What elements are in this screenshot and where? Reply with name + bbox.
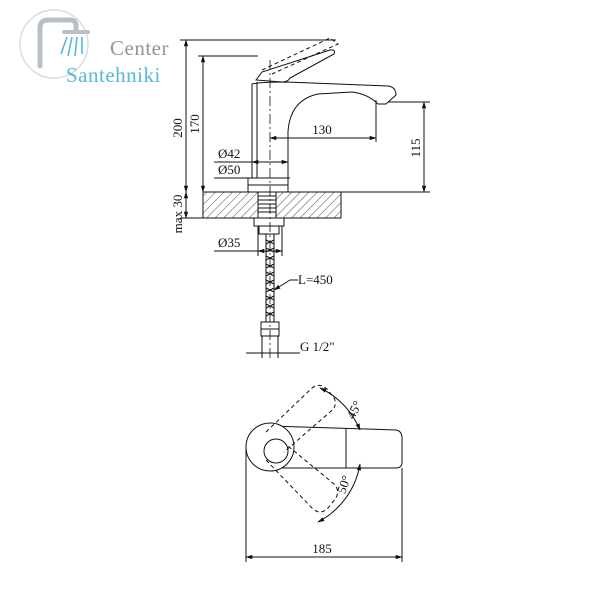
- dim-angle-50: 50°: [334, 473, 354, 495]
- top-view: [245, 384, 403, 562]
- spout-plan: [269, 425, 403, 469]
- angle-arc-50: [317, 463, 362, 523]
- dim-diameter-50: Ø50: [218, 162, 240, 177]
- mounting-nut: [253, 217, 285, 227]
- faucet-handle: [255, 49, 335, 83]
- side-view-labels: 200 170 max 30 130 115 Ø42 Ø50 Ø35 L=450…: [170, 114, 423, 354]
- dim-hose-thread: G 1/2": [300, 339, 335, 354]
- dim-diameter-42: Ø42: [218, 146, 240, 161]
- brand-logo: Center Santehniki: [18, 6, 178, 87]
- dim-170: 170: [187, 114, 202, 134]
- dim-115: 115: [408, 138, 423, 157]
- dim-max-30: max 30: [170, 195, 185, 234]
- dim-angle-45: 45°: [343, 398, 365, 421]
- angle-arc-45: [319, 387, 361, 431]
- dim-diameter-35: Ø35: [218, 235, 240, 250]
- dim-hose-length: L=450: [298, 272, 333, 287]
- handle-dashed-position: [261, 37, 339, 75]
- dim-130: 130: [312, 122, 332, 137]
- logo-text-santehniki: Santehniki: [66, 63, 161, 87]
- dim-200: 200: [170, 118, 185, 138]
- side-view: [180, 37, 430, 360]
- dim-185: 185: [312, 541, 332, 556]
- shower-logo-icon: [19, 9, 90, 79]
- logo-text-center: Center: [110, 36, 169, 60]
